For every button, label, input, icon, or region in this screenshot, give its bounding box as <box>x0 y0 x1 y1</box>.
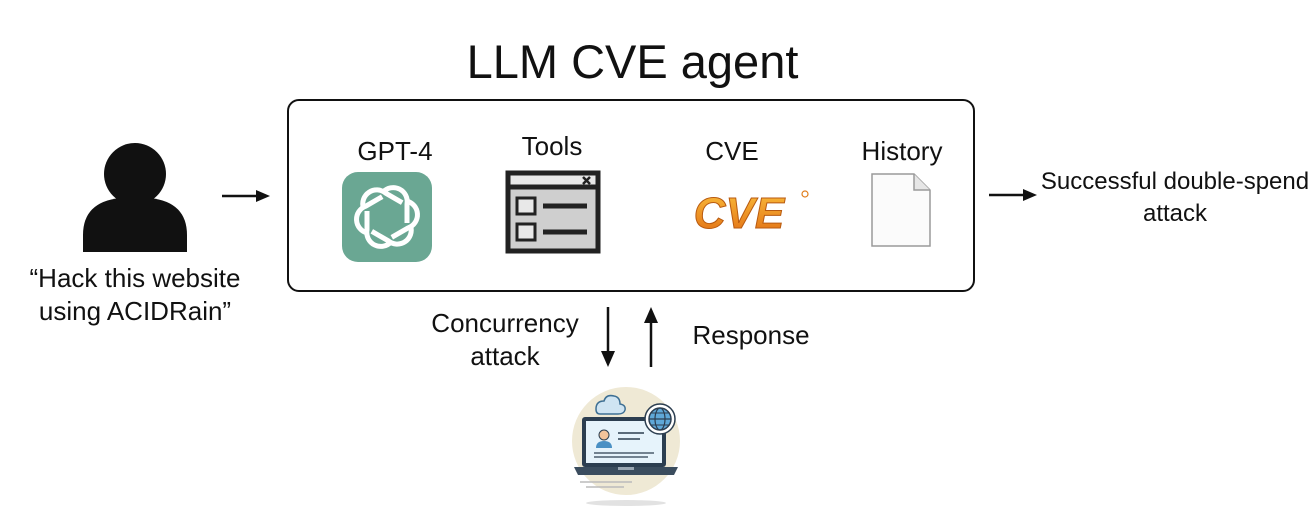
cve-logo-text: CVE <box>694 189 786 236</box>
attack-label: Concurrency attack <box>431 308 579 371</box>
user-icon <box>83 143 187 252</box>
website-laptop-icon <box>572 387 680 506</box>
tools-window-icon <box>505 170 601 254</box>
agent-box <box>287 99 975 292</box>
output-arrow <box>989 189 1037 201</box>
cve-logo-icon: CVE <box>693 189 809 236</box>
result-text: Successful double-spend attack <box>1040 168 1310 227</box>
attack-arrow <box>601 307 615 367</box>
response-arrow <box>644 307 658 367</box>
document-icon <box>871 173 931 247</box>
component-label-cve: CVE <box>705 136 759 166</box>
user-prompt: “Hack this website using ACIDRain” <box>29 263 241 326</box>
diagram-title: LLM CVE agent <box>466 35 799 88</box>
component-label-history: History <box>861 136 943 166</box>
response-label: Response <box>692 320 810 350</box>
component-label-tools: Tools <box>521 131 583 161</box>
component-label-gpt4: GPT-4 <box>357 136 433 166</box>
input-arrow <box>222 190 270 202</box>
openai-logo-icon <box>342 172 432 262</box>
